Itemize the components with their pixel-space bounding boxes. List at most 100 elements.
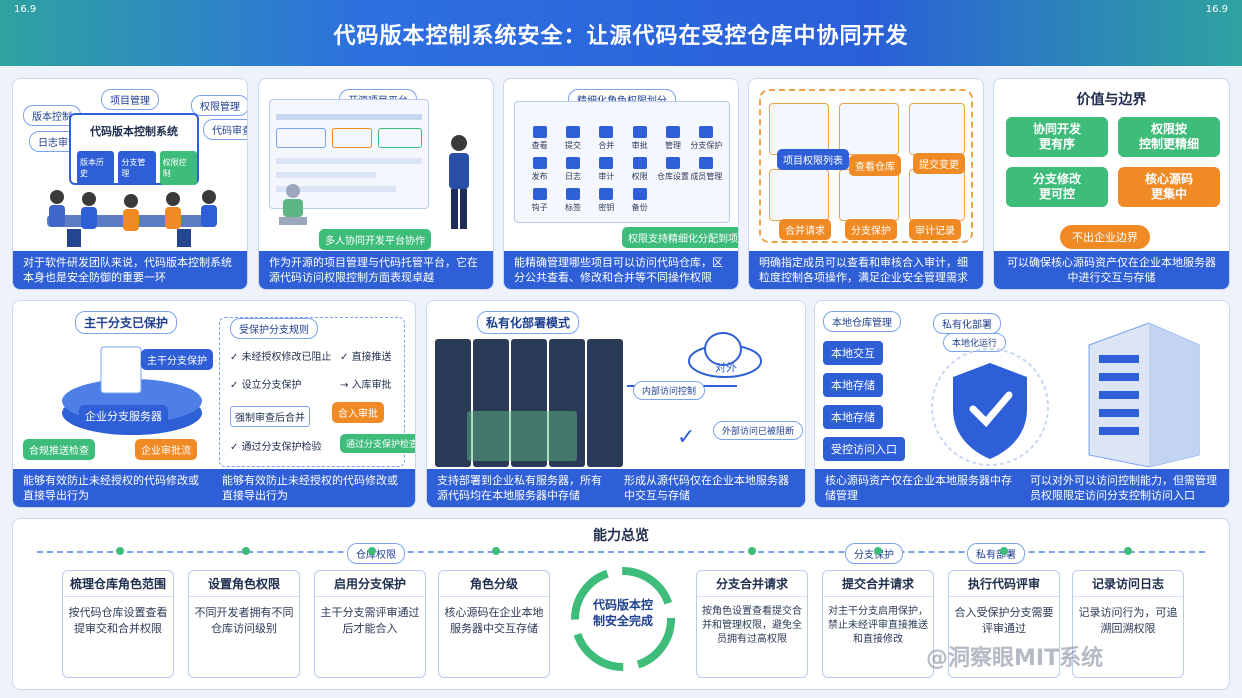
branch-tag: 主干分支保护 xyxy=(141,349,213,370)
panel-role-permissions: 精细化角色权限划分 查看提交合并审批管理分支保护发布日志审计权限仓库设置成员管理… xyxy=(503,78,739,290)
permission-cell-icon xyxy=(599,157,614,169)
permission-cell-icon xyxy=(565,188,580,200)
label-view-repo: 查看仓库 xyxy=(849,155,901,176)
panel6-caption: 能够有效防止未经授权的代码修改或直接导出行为 能够有效防止未经授权的代码修改或直… xyxy=(13,469,415,507)
step-title: 梳理仓库角色范围 xyxy=(63,571,173,597)
permission-cell: 发布 xyxy=(523,157,556,182)
local-run-sub: 本地化运行 xyxy=(943,333,1007,352)
permission-cell-icon xyxy=(665,157,680,169)
panel3-caption: 能精确管理哪些项目可以访问代码仓库，区分公共查看、修改和合并等不同操作权限 xyxy=(504,251,738,289)
cycle-ring-icon xyxy=(571,567,675,671)
label-branch-protect: 分支保护 xyxy=(845,219,897,240)
branch-protect-title: 主干分支已保护 xyxy=(75,311,178,334)
local-repo-label: 本地仓库管理 xyxy=(823,311,901,332)
panel4-caption: 明确指定成员可以查看和审核合入审计，细粒度控制各项操作，满足企业安全管理需求 xyxy=(749,251,983,289)
step-card: 执行代码评审合入受保护分支需要评审通过 xyxy=(948,570,1060,678)
step-card: 分支合并请求按角色设置查看提交合并和管理权限，避免全员拥有过高权限 xyxy=(696,570,808,678)
value-btn: 核心源码 更集中 xyxy=(1118,167,1220,207)
permission-cell: 提交 xyxy=(556,126,589,151)
collab-tag: 多人协同开发平台协作 xyxy=(319,229,431,250)
panel-value-boundary: 价值与边界 协同开发 更有序 权限按 控制更精细 分支修改 更可控 核心源码 更… xyxy=(993,78,1230,290)
panel1-caption: 对于软件研发团队来说，代码版本控制系统本身也是安全防御的重要一环 xyxy=(13,251,247,289)
private-deploy-title: 私有化部署模式 xyxy=(477,311,580,334)
check-item: ✓ 直接推送 xyxy=(340,352,392,363)
caption-left: 核心源码资产仅在企业本地服务器中存储管理 xyxy=(825,474,1012,502)
permission-cell: 分支保护 xyxy=(690,126,723,151)
step-card: 启用分支保护主干分支需评审通过后才能合入 xyxy=(314,570,426,678)
form-title: 受保护分支规则 xyxy=(230,318,318,339)
board-title: 代码版本控制系统 xyxy=(90,125,178,138)
step-body: 按代码仓库设置查看提审交和合并权限 xyxy=(68,606,168,635)
caption-right: 形成从源代码仅在企业本地服务器中交互与存储 xyxy=(624,474,789,502)
step-title: 角色分级 xyxy=(439,571,549,597)
permission-grid: 查看提交合并审批管理分支保护发布日志审计权限仓库设置成员管理钩子标签密钥备份 xyxy=(514,101,730,223)
permission-cell: 查看 xyxy=(523,126,556,151)
permission-cell-icon xyxy=(699,157,714,169)
step-title: 设置角色权限 xyxy=(189,571,299,597)
permission-cell-icon xyxy=(532,188,547,200)
step-title: 提交合并请求 xyxy=(823,571,933,597)
aspect-label-right: 16.9 xyxy=(1205,4,1228,15)
permission-cell: 日志 xyxy=(556,157,589,182)
user-seated-icon xyxy=(279,184,307,225)
board-chip: 权限控制 xyxy=(159,151,197,185)
step-body: 按角色设置查看提交合并和管理权限，避免全员拥有过高权限 xyxy=(702,606,802,645)
caption-left: 支持部署到企业私有服务器，所有源代码均在本地服务器中存储 xyxy=(437,474,602,502)
label-permission-list: 项目权限列表 xyxy=(777,149,849,170)
check-item: ✓ 通过分支保护检验 xyxy=(230,442,322,453)
value-btn: 权限按 控制更精细 xyxy=(1118,117,1220,157)
step-card: 提交合并请求对主干分支启用保护，禁止未经评审直接推送和直接修改 xyxy=(822,570,934,678)
permission-cell: 标签 xyxy=(556,188,589,213)
permission-cell-icon xyxy=(565,157,580,169)
label-submit-change: 提交变更 xyxy=(913,153,965,174)
line-label: 内部访问控制 xyxy=(633,381,706,400)
permission-cell: 管理 xyxy=(656,126,689,151)
label-audit-record: 审计记录 xyxy=(909,219,961,240)
label-code-review: 代码审查 xyxy=(203,119,247,140)
local-interact-label: 本地交互 xyxy=(823,341,883,365)
step-card: 梳理仓库角色范围按代码仓库设置查看提审交和合并权限 xyxy=(62,570,174,678)
step-body: 核心源码在企业本地服务器中交互存储 xyxy=(444,606,544,635)
presenter-icon xyxy=(449,135,469,229)
value-btn: 协同开发 更有序 xyxy=(1006,117,1108,157)
label-merge-request: 合并请求 xyxy=(779,219,831,240)
value-title: 价值与边界 xyxy=(1076,92,1147,108)
shield-icon xyxy=(931,348,1049,466)
local-store-label: 本地存储 xyxy=(823,405,883,429)
permission-cell-icon xyxy=(699,126,714,138)
permission-cell-icon xyxy=(565,126,580,138)
panel-open-platform: 开源项目平台 多人协同开发平台协作 作为开源的项目管理与代码托管平台，它在源代码… xyxy=(258,78,494,290)
blocked-note: 外部访问已被阻断 xyxy=(713,421,804,440)
panel-local-storage: 本地仓库管理 本地交互 本地存储 本地存储 受控访问入口 私有化部署 本地化运行… xyxy=(814,300,1230,508)
private-deploy-header: 私有化部署 xyxy=(933,313,1001,334)
step-body: 记录访问行为，可追溯回溯权限 xyxy=(1078,606,1178,635)
step-card: 记录访问日志记录访问行为，可追溯回溯权限 xyxy=(1072,570,1184,678)
panel-private-deploy: 私有化部署模式 对外 内部访问控制 ✓ 外部访问已被阻断 支持部署到企业私有服务… xyxy=(426,300,806,508)
step-card: 角色分级核心源码在企业本地服务器中交互存储 xyxy=(438,570,550,678)
cloud-label: 对外 xyxy=(715,361,737,374)
step-body: 合入受保护分支需要评审通过 xyxy=(954,606,1054,635)
check-item: ✓ 未经授权修改已阻止 xyxy=(230,352,332,363)
step-title: 记录访问日志 xyxy=(1073,571,1183,597)
step-title: 启用分支保护 xyxy=(315,571,425,597)
permission-cell: 权限 xyxy=(623,157,656,182)
aspect-label-left: 16.9 xyxy=(14,4,37,15)
overview-tag-repo: 仓库权限 xyxy=(347,543,405,564)
board-chip: 版本历史 xyxy=(77,151,115,185)
permission-cell: 审计 xyxy=(590,157,623,182)
value-btn: 分支修改 更可控 xyxy=(1006,167,1108,207)
permission-cell: 合并 xyxy=(590,126,623,151)
step-card: 设置角色权限不同开发者拥有不同仓库访问级别 xyxy=(188,570,300,678)
panel5-caption: 可以确保核心源码资产仅在企业本地服务器中进行交互与存储 xyxy=(994,251,1229,289)
panel2-caption: 作为开源的项目管理与代码托管平台，它在源代码访问权限控制方面表现卓越 xyxy=(259,251,493,289)
panel7-caption: 支持部署到企业私有服务器，所有源代码均在本地服务器中存储 形成从源代码仅在企业本… xyxy=(427,469,805,507)
step-body: 主干分支需评审通过后才能合入 xyxy=(320,606,420,635)
pass-badge: 通过分支保护检查 xyxy=(340,434,415,453)
caption-right: 可以对外可以访问控制能力，但需管理员权限限定访问分支控制访问入口 xyxy=(1030,474,1217,502)
permission-cell-icon xyxy=(665,126,680,138)
push-check-tag: 合规推送检查 xyxy=(23,439,95,460)
permission-cell: 钩子 xyxy=(523,188,556,213)
permission-cell: 密钥 xyxy=(590,188,623,213)
merge-approval-button[interactable]: 合入审批 xyxy=(332,402,384,423)
overview-center: 代码版本控 制安全完成 xyxy=(592,598,653,628)
